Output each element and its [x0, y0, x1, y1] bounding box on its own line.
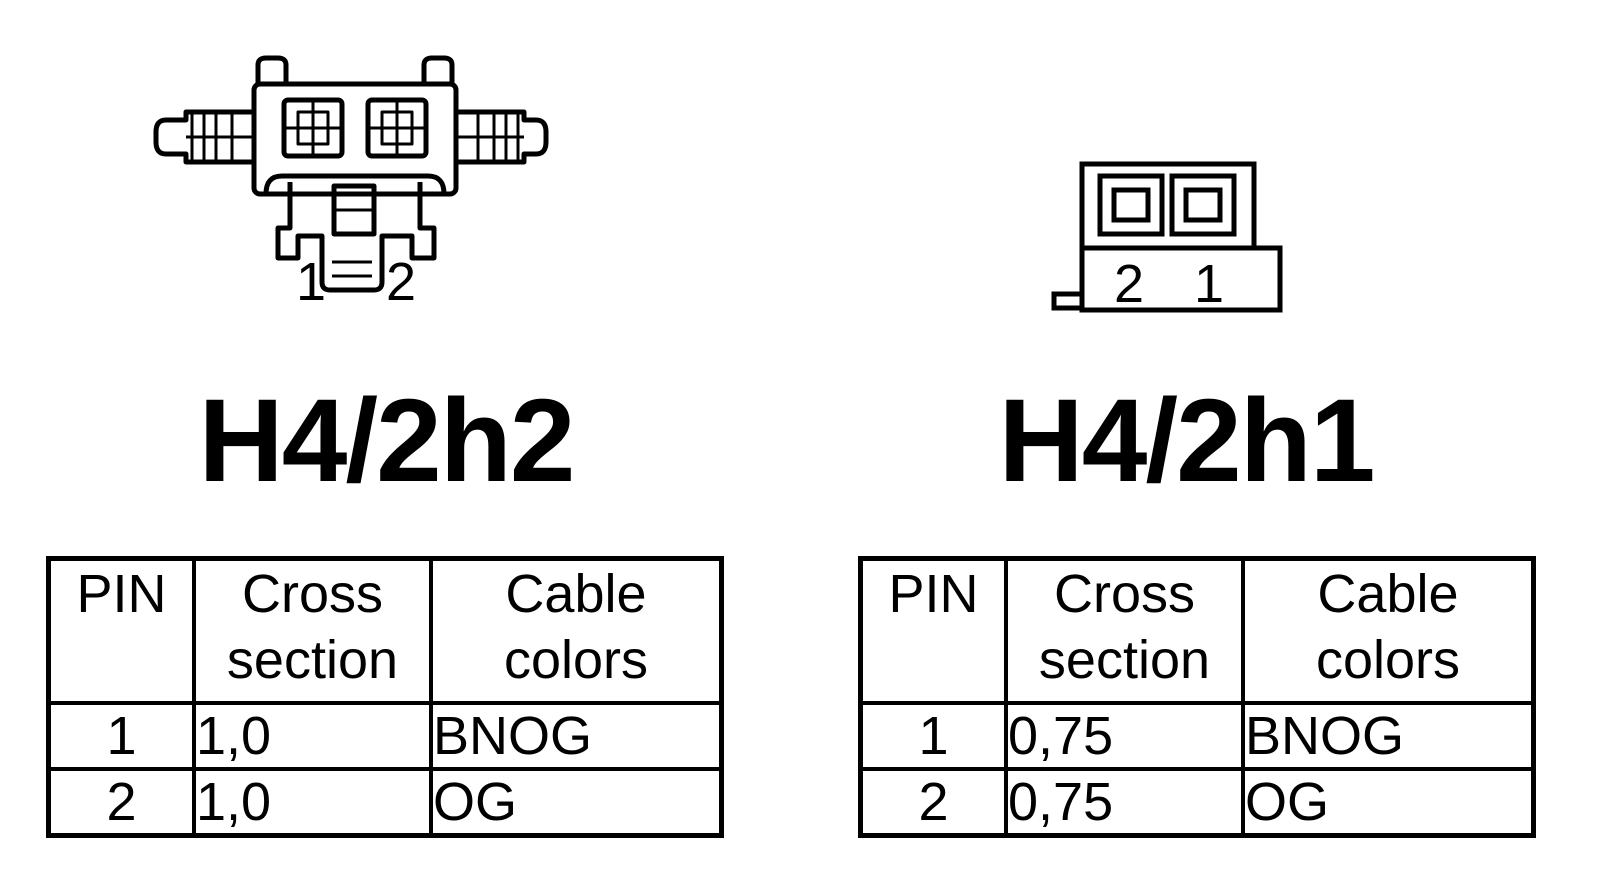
cell-cross-section: 1,0: [192, 767, 433, 838]
pin-label-2: 2: [1114, 254, 1144, 314]
connector-drawing-h4-2h1: 2 1: [800, 0, 1600, 340]
table-header-row: PIN Cross section Cable colors: [858, 556, 1536, 705]
cell-pin: 2: [858, 767, 1009, 838]
header-cable-colors: Cable colors: [428, 556, 724, 705]
header-cross-section: Cross section: [1004, 556, 1245, 705]
cell-cross-section: 1,0: [192, 701, 433, 771]
cell-pin: 2: [46, 767, 197, 838]
connector-title: H4/2h1: [998, 375, 1376, 507]
connector-panel-h4-2h1: 2 1 H4/2h1 PIN Cross section Cable color…: [800, 0, 1600, 880]
pin-table: PIN Cross section Cable colors 1 1,0 BNO…: [46, 556, 724, 838]
connector-panel-h4-2h2: 1 2 H4/2h2 PIN Cross section Cable color…: [0, 0, 800, 838]
pin-table: PIN Cross section Cable colors 1 0,75 BN…: [858, 556, 1536, 838]
cell-cable-color: OG: [1240, 767, 1536, 838]
cell-cross-section: 0,75: [1004, 701, 1245, 771]
connector-drawing-h4-2h2: 1 2: [0, 0, 800, 340]
header-pin: PIN: [858, 556, 1009, 705]
cell-pin: 1: [858, 701, 1009, 771]
connector-title: H4/2h2: [198, 375, 576, 507]
table-header-row: PIN Cross section Cable colors: [46, 556, 724, 705]
cell-cable-color: BNOG: [1240, 701, 1536, 771]
header-pin: PIN: [46, 556, 197, 705]
pin-label-1: 1: [296, 252, 326, 312]
connector-h4-2h1-icon: 2 1: [1051, 161, 1283, 314]
header-cable-colors: Cable colors: [1240, 556, 1536, 705]
table-row: 2 0,75 OG: [858, 767, 1536, 838]
cell-cable-color: OG: [428, 767, 724, 838]
pin-label-1: 1: [1194, 254, 1224, 314]
header-cross-section: Cross section: [192, 556, 433, 705]
table-row: 1 0,75 BNOG: [858, 701, 1536, 771]
pin-label-2: 2: [386, 252, 416, 312]
table-row: 1 1,0 BNOG: [46, 701, 724, 771]
table-row: 2 1,0 OG: [46, 767, 724, 838]
cell-pin: 1: [46, 701, 197, 771]
cell-cross-section: 0,75: [1004, 767, 1245, 838]
connector-h4-2h2-icon: 1 2: [153, 55, 549, 312]
cell-cable-color: BNOG: [428, 701, 724, 771]
